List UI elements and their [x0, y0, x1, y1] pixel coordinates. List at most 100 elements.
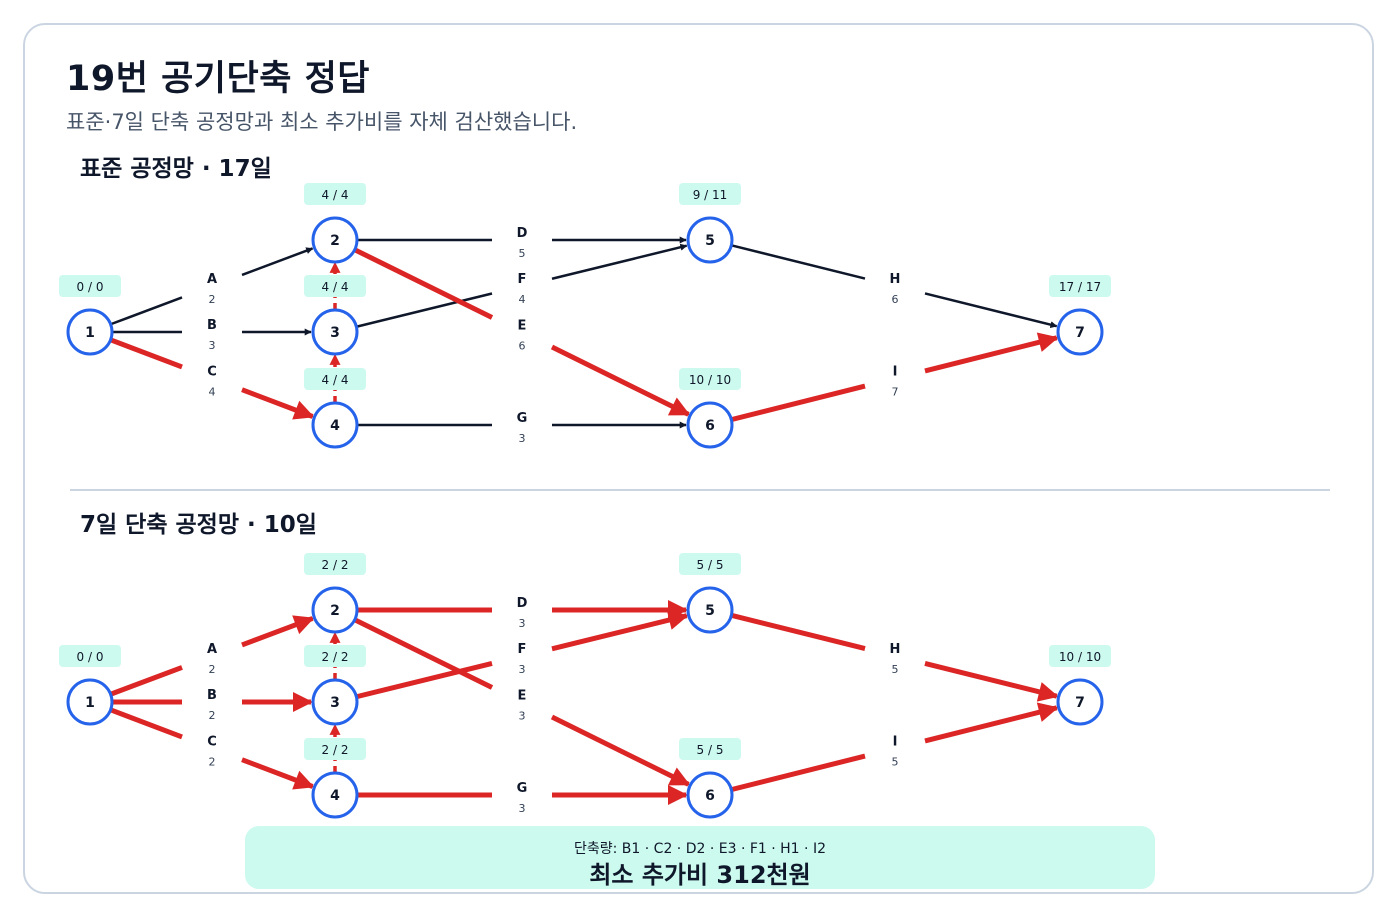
event-circle — [66, 308, 114, 356]
activity-label: E — [518, 318, 527, 333]
event-time-badge — [304, 645, 366, 667]
activity-duration: 2 — [209, 709, 216, 722]
event-circle — [311, 401, 359, 449]
activity-duration: 6 — [892, 293, 899, 306]
event-time-badge — [1049, 275, 1111, 297]
activity-duration: 5 — [519, 247, 526, 260]
activity-label: E — [518, 688, 527, 703]
event-circle — [686, 771, 734, 819]
event-circle — [66, 678, 114, 726]
event-time-label: 2 / 2 — [322, 558, 349, 572]
event-time-label: 9 / 11 — [693, 188, 728, 202]
event-time-badge — [304, 553, 366, 575]
activity-duration: 3 — [519, 802, 526, 815]
activity-duration: 7 — [892, 386, 899, 399]
event-time-label: 10 / 10 — [689, 373, 731, 387]
event-number: 2 — [330, 233, 340, 249]
event-node-4: 4 / 44 — [304, 368, 366, 449]
activity-label: G — [517, 411, 528, 426]
activity-label: C — [207, 734, 217, 749]
event-time-label: 4 / 4 — [322, 280, 349, 294]
event-number: 7 — [1075, 695, 1085, 711]
event-circle — [686, 401, 734, 449]
activity-arrow-h-tail — [730, 612, 866, 651]
activity-arrow-i-head — [924, 702, 1059, 744]
event-node-4: 2 / 24 — [304, 738, 366, 819]
activity-label: F — [518, 642, 527, 657]
activity-arrow-c-head — [241, 387, 315, 420]
event-node-1: 0 / 0 1 — [59, 275, 121, 356]
activity-label: B — [207, 318, 217, 333]
event-time-badge — [1049, 645, 1111, 667]
activity-duration: 4 — [519, 293, 526, 306]
activity-label: D — [517, 226, 528, 241]
event-time-label: 5 / 5 — [697, 558, 724, 572]
event-time-label: 17 / 17 — [1059, 280, 1101, 294]
activity-arrow-c-tail — [109, 707, 183, 740]
event-node-2: 2 / 2 2 — [304, 553, 366, 634]
event-node-3: 4 / 43 — [304, 275, 366, 356]
activity-arrow-a-tail — [109, 665, 183, 697]
activity-duration: 3 — [209, 339, 216, 352]
event-number: 1 — [85, 325, 95, 341]
activity-duration: 4 — [209, 385, 216, 398]
event-circle — [311, 771, 359, 819]
event-number: 3 — [330, 695, 340, 711]
activity-arrow-h-head — [924, 661, 1059, 702]
event-time-label: 2 / 2 — [322, 650, 349, 664]
activity-duration: 3 — [519, 432, 526, 445]
event-circle — [1056, 678, 1104, 726]
activity-label: D — [517, 596, 528, 611]
activity-duration: 2 — [209, 663, 216, 676]
event-node-7: 10 / 107 — [1049, 645, 1111, 726]
activity-arrow-f-tail — [356, 292, 493, 328]
event-circle — [311, 308, 359, 356]
activity-arrow-e-tail — [353, 247, 494, 320]
event-circle — [311, 678, 359, 726]
event-circle — [686, 216, 734, 264]
event-number: 7 — [1075, 325, 1085, 341]
activity-arrow-f-head — [551, 610, 689, 652]
activity-arrow-e-head — [550, 714, 691, 787]
standard-network-title: 표준 공정망 · 17일 — [80, 156, 272, 182]
event-node-1: 0 / 0 1 — [59, 645, 121, 726]
event-time-badge — [679, 553, 741, 575]
event-node-5: 5 / 55 — [679, 553, 741, 634]
activity-label: H — [890, 272, 901, 287]
event-number: 5 — [705, 233, 715, 249]
activity-duration: 2 — [209, 293, 216, 306]
event-time-label: 2 / 2 — [322, 743, 349, 757]
event-time-badge — [304, 183, 366, 205]
event-circle — [311, 586, 359, 634]
activity-label: F — [518, 272, 527, 287]
activity-arrow-i-tail — [730, 753, 866, 793]
activity-label: I — [893, 735, 898, 750]
event-time-badge — [304, 738, 366, 760]
activity-arrow-e-tail — [353, 617, 494, 690]
event-time-badge — [679, 183, 741, 205]
event-time-label: 0 / 0 — [77, 280, 104, 294]
event-time-label: 5 / 5 — [697, 743, 724, 757]
event-time-badge — [679, 368, 741, 390]
activity-label: A — [207, 642, 217, 657]
event-number: 2 — [330, 603, 340, 619]
activity-duration: 5 — [892, 756, 899, 769]
event-time-label: 0 / 0 — [77, 650, 104, 664]
event-time-badge — [304, 368, 366, 390]
activity-label: B — [207, 688, 217, 703]
result-box: 단축량: B1 · C2 · D2 · E3 · F1 · H1 · I2 최소… — [245, 826, 1155, 889]
activity-arrow-e-head — [550, 344, 691, 417]
activity-label: C — [207, 364, 217, 379]
activity-duration: 6 — [519, 339, 526, 352]
event-number: 1 — [85, 695, 95, 711]
event-node-3: 2 / 2 3 — [304, 645, 366, 726]
activity-arrow-f-head — [551, 243, 688, 280]
event-node-6: 10 / 106 — [679, 368, 741, 449]
activity-arrow-a-tail — [110, 296, 183, 326]
event-time-badge — [59, 645, 121, 667]
crash-amounts: 단축량: B1 · C2 · D2 · E3 · F1 · H1 · I2 — [574, 841, 826, 857]
crashed-network-title: 7일 단축 공정망 · 10일 — [80, 512, 317, 538]
page-title: 19번 공기단축 정답 — [66, 59, 370, 99]
activity-arrow-c-tail — [109, 337, 183, 370]
activity-arrow-h-tail — [731, 244, 866, 280]
